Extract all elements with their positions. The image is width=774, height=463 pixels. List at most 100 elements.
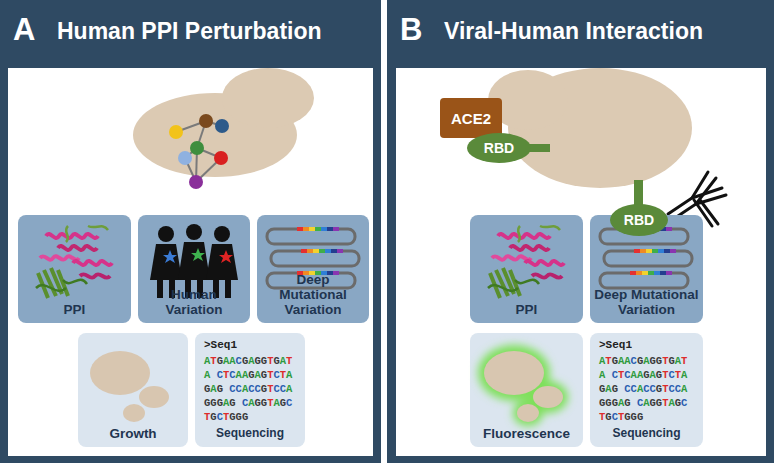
base-letter: A	[624, 355, 630, 367]
base-letter: G	[605, 411, 611, 423]
base-letter: G	[242, 355, 248, 367]
base-letter: A	[637, 369, 643, 381]
base-letter: A	[668, 397, 674, 409]
tile-label: PPI	[64, 302, 86, 317]
base-letter: C	[650, 383, 656, 395]
figure-panel: A Human PPI PerturbationPPI Human Variatio…	[0, 0, 381, 463]
rbd-label: RBD	[484, 140, 514, 156]
base-letter: A	[204, 369, 210, 381]
sequence-header: >Seq1	[204, 339, 237, 351]
panel-title: Human PPI Perturbation	[57, 20, 322, 43]
base-letter: A	[618, 397, 624, 409]
base-letter: A	[223, 355, 229, 367]
base-letter: A	[650, 369, 656, 381]
base-letter: G	[643, 369, 649, 381]
base-letter: C	[229, 383, 235, 395]
base-letter: G	[280, 397, 286, 409]
base-letter: A	[280, 355, 286, 367]
base-letter: T	[618, 369, 624, 381]
base-letter: T	[286, 355, 292, 367]
base-letter: C	[624, 383, 630, 395]
base-letter: G	[675, 397, 681, 409]
base-letter: G	[668, 355, 674, 367]
base-letter: T	[267, 355, 273, 367]
base-letter: T	[223, 369, 229, 381]
base-letter: C	[236, 355, 242, 367]
base-letter: C	[643, 383, 649, 395]
base-letter: T	[605, 355, 611, 367]
base-letter: C	[675, 383, 681, 395]
base-letter: G	[217, 397, 223, 409]
base-letter: A	[599, 355, 605, 367]
base-letter: G	[229, 397, 235, 409]
tile-label: Deep Mutational Variation	[261, 272, 365, 317]
base-letter: C	[612, 411, 618, 423]
base-letter: C	[286, 397, 292, 409]
base-letter: C	[612, 369, 618, 381]
base-letter: T	[675, 369, 681, 381]
base-letter: C	[681, 397, 687, 409]
base-letter: G	[261, 397, 267, 409]
base-letter: C	[255, 383, 261, 395]
base-letter: A	[637, 383, 643, 395]
base-letter: G	[656, 397, 662, 409]
base-letter: T	[267, 369, 273, 381]
base-letter: C	[248, 383, 254, 395]
base-letter: T	[267, 383, 273, 395]
base-letter: G	[217, 355, 223, 367]
base-letter: G	[599, 397, 605, 409]
base-letter: G	[656, 369, 662, 381]
base-letter: A	[599, 369, 605, 381]
base-letter: G	[605, 397, 611, 409]
tile-label: Deep Mutational Variation	[594, 287, 699, 317]
base-letter: G	[624, 397, 630, 409]
base-letter: T	[662, 355, 668, 367]
receptor-label: ACE2	[451, 110, 491, 127]
base-letter: A	[229, 355, 235, 367]
base-letter: G	[637, 411, 643, 423]
base-letter: C	[242, 397, 248, 409]
base-letter: G	[255, 355, 261, 367]
base-letter: T	[618, 411, 624, 423]
method-tile: Human Variation	[138, 215, 250, 323]
base-letter: T	[280, 369, 286, 381]
method-tile: >Seq1ATGAACGAGGTGATA CTCAAGAGTCTAGAG CCA…	[195, 333, 305, 447]
base-letter: G	[248, 369, 254, 381]
sequence-header: >Seq1	[599, 339, 632, 351]
base-letter: G	[255, 397, 261, 409]
base-letter: G	[650, 355, 656, 367]
base-letter: G	[261, 383, 267, 395]
rbd-ellipse: RBD	[467, 133, 531, 163]
base-letter: A	[248, 355, 254, 367]
base-letter: A	[681, 383, 687, 395]
rbd-ellipse: RBD	[610, 204, 668, 236]
base-letter: C	[273, 369, 279, 381]
base-letter: G	[637, 355, 643, 367]
base-letter: G	[210, 411, 216, 423]
tile-label: Sequencing	[195, 426, 305, 441]
base-letter: A	[242, 369, 248, 381]
base-letter: T	[662, 397, 668, 409]
method-tile: Deep Mutational Variation	[590, 215, 703, 323]
base-letter: C	[273, 383, 279, 395]
base-letter: A	[618, 355, 624, 367]
base-letter: A	[286, 369, 292, 381]
base-letter: G	[612, 355, 618, 367]
base-letter: A	[210, 383, 216, 395]
base-letter: T	[204, 411, 210, 423]
sequence-text: ATGAACGAGGTGATA CTCAAGAGTCTAGAG CCACCGTC…	[599, 354, 694, 424]
base-letter: C	[280, 383, 286, 395]
base-letter: G	[229, 411, 235, 423]
method-tile: PPI	[18, 215, 131, 323]
base-letter: C	[624, 369, 630, 381]
base-letter: T	[681, 355, 687, 367]
base-letter: C	[668, 383, 674, 395]
method-tile: >Seq1ATGAACGAGGTGATA CTCAAGAGTCTAGAG CCA…	[590, 333, 703, 447]
base-letter: G	[624, 411, 630, 423]
base-letter: G	[656, 355, 662, 367]
panel-title: Viral-Human Interaction	[444, 20, 703, 43]
base-letter: G	[217, 383, 223, 395]
base-letter: C	[631, 383, 637, 395]
base-letter: C	[217, 411, 223, 423]
base-letter: A	[236, 369, 242, 381]
